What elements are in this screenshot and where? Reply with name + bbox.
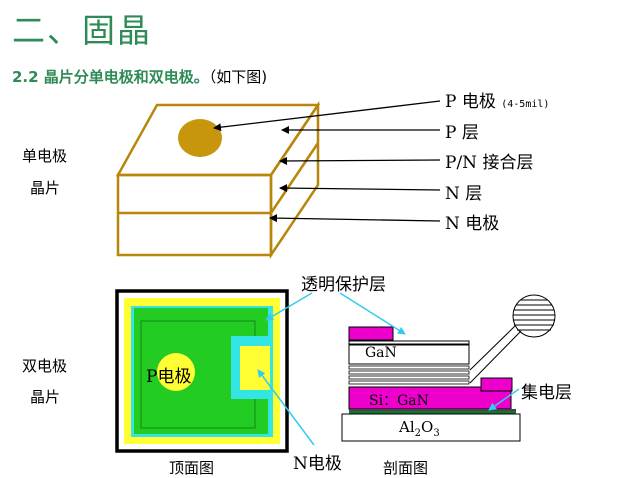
section-substrate: [341, 413, 521, 442]
gan-label: GaN: [365, 345, 397, 361]
subtitle-paren: （如下图): [208, 68, 268, 86]
substrate-al: Al: [399, 418, 415, 436]
callout-pn-junction: P/N 接合层: [445, 153, 534, 173]
callout-n-layer: N 层: [445, 184, 483, 204]
magnifier-lines: [513, 299, 555, 331]
double-electrode-label-2: 晶片: [30, 388, 61, 406]
magnifier-line-bottom: [469, 330, 522, 384]
substrate-o: O: [421, 418, 434, 436]
section-mqw-2: [348, 370, 470, 375]
substrate-sub-2: 2: [414, 428, 422, 439]
magnifier-circle: [512, 294, 556, 338]
arrow-collector: [488, 388, 520, 411]
substrate-label: Al2O3: [399, 418, 440, 439]
top-view: [115, 289, 289, 453]
n-electrode-label: N电极: [293, 454, 342, 474]
transparent-layer-label: 透明保护层: [301, 275, 386, 295]
single-electrode-label-1: 单电极: [22, 147, 68, 165]
callout-p-layer: P 层: [445, 123, 479, 143]
arrow-pn-junction: [279, 156, 441, 165]
arrow-transparent-layer-1: [265, 292, 313, 321]
arrow-p-electrode: [213, 100, 441, 132]
si-gan-label: Si：GaN: [369, 393, 429, 409]
arrow-n-layer: [279, 184, 441, 193]
magnifier-line-top: [469, 325, 516, 371]
section-view-label: 剖面图: [383, 459, 429, 477]
subtitle-text: 2.2 晶片分单电极和双电极。: [12, 68, 209, 86]
substrate-sub-3: 3: [433, 428, 440, 439]
single-chip-callout-arrows: [213, 100, 441, 223]
callout-p-electrode-note: (4-5mil): [501, 99, 550, 110]
cyan-arrows: [257, 292, 520, 446]
p-electrode-label: P电极: [146, 367, 192, 387]
arrow-n-electrode-1: [257, 369, 315, 446]
top-view-label: 顶面图: [169, 459, 215, 477]
chip-front-face: [116, 173, 273, 257]
p-electrode-dot: [178, 119, 222, 157]
section-p-pad: [348, 326, 394, 341]
callout-p-electrode: P 电极 (4-5mil): [445, 87, 549, 112]
single-electrode-label-2: 晶片: [30, 179, 61, 197]
section-transparent-layer: [348, 340, 470, 345]
top-view-p-electrode: [157, 353, 195, 391]
section-mqw-4: [348, 380, 470, 385]
chip-right-face: [269, 100, 320, 260]
section-gan-layer: [348, 344, 470, 365]
section-mqw-3: [348, 375, 470, 380]
arrow-n-electrode: [269, 214, 441, 223]
collector-label: 集电层: [521, 383, 572, 403]
callout-p-electrode-text: P 电极: [445, 92, 496, 112]
double-electrode-label-1: 双电极: [22, 357, 68, 375]
arrow-transparent-layer-2: [339, 292, 406, 335]
n-electrode-yellow: [240, 346, 270, 390]
section-mqw-1: [348, 365, 470, 370]
subtitle: 2.2 晶片分单电极和双电极。（如下图): [12, 66, 267, 87]
slide-title: 二、固晶: [12, 11, 152, 50]
chip-layer-line-right: [269, 142, 320, 214]
section-collector-green: [349, 411, 516, 414]
section-view: [341, 294, 556, 442]
section-n-pad: [480, 377, 513, 392]
callout-n-electrode: N 电极: [445, 214, 500, 234]
